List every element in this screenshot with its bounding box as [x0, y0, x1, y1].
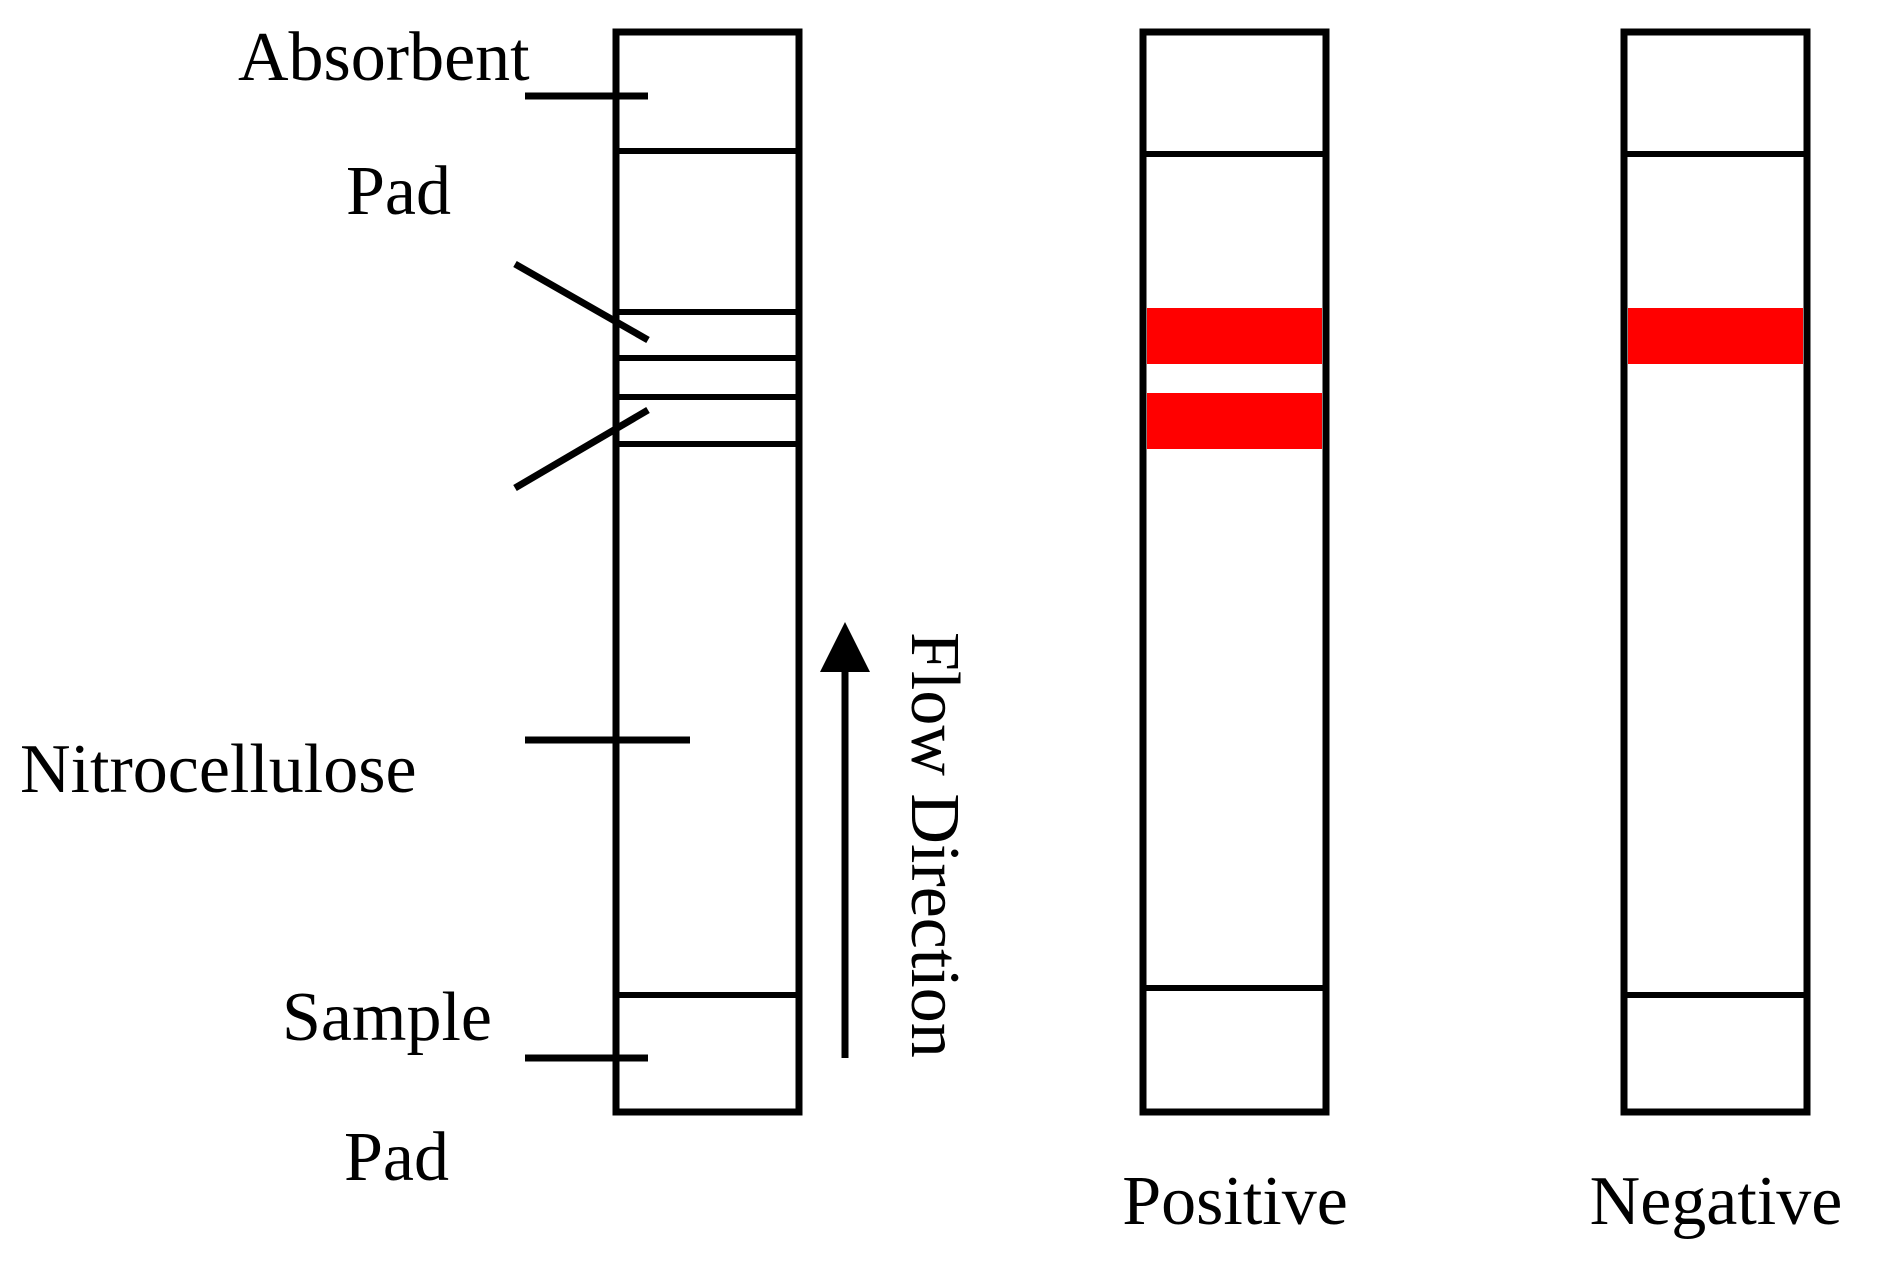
negative-control-band: [1628, 308, 1803, 364]
positive-label: Positive: [1122, 1163, 1348, 1240]
sample-pad-label: Pad: [344, 1119, 449, 1196]
test-line-pointer: [513, 260, 650, 344]
negative-strip-outline: [1620, 28, 1811, 1116]
positive-strip: [1139, 28, 1330, 1116]
negative-strip: [1620, 28, 1811, 1116]
sample-label: Sample: [282, 979, 492, 1056]
negative-label: Negative: [1590, 1163, 1843, 1240]
schematic-strip-outline: [612, 28, 803, 1116]
absorbent-pad-label: Pad: [346, 153, 451, 230]
positive-test-band-1: [1147, 308, 1322, 364]
control-line-pointer: [513, 406, 650, 492]
leader-lines: [513, 92, 690, 1062]
flow-arrow-head: [820, 622, 870, 672]
schematic-strip: [612, 28, 803, 1116]
positive-strip-outline: [1139, 28, 1330, 1116]
flow-direction-arrow: [820, 622, 870, 1058]
nitrocellulose-label: Nitrocellulose: [20, 731, 417, 808]
absorbent-label: Absorbent: [238, 19, 530, 96]
flow-direction-label: Flow Direction: [896, 632, 973, 1058]
positive-test-band-2: [1147, 393, 1322, 449]
